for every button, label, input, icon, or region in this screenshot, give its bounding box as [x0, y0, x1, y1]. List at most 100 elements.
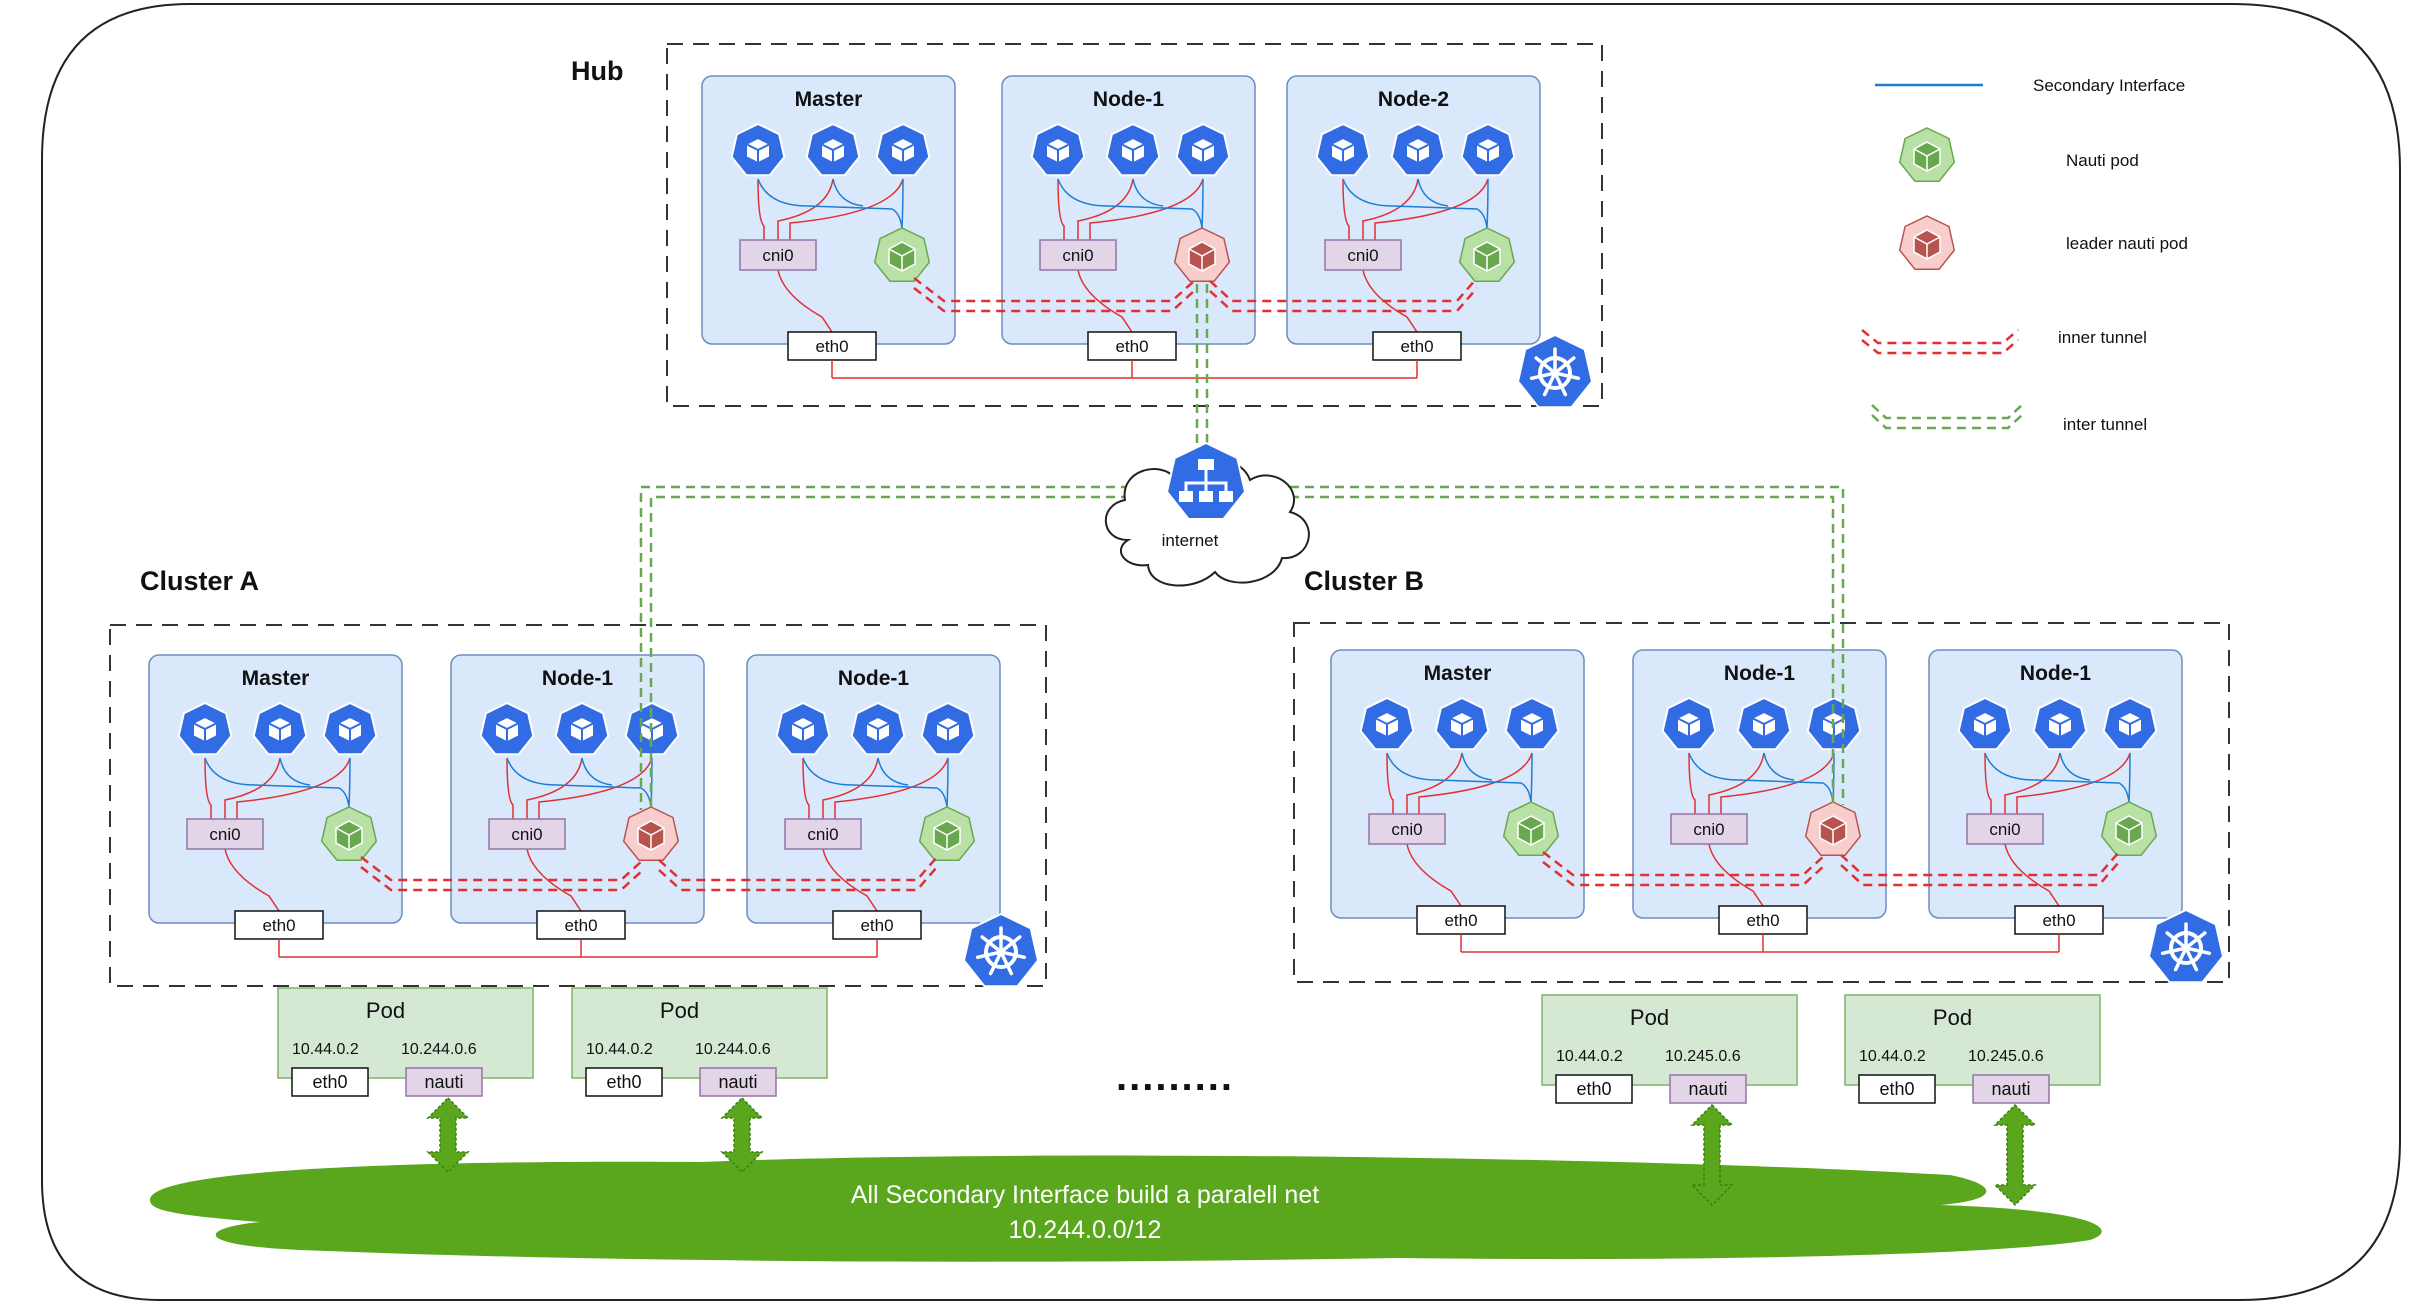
k8s-pod-icon	[1460, 122, 1516, 177]
legend-inter-label: inter tunnel	[2063, 415, 2147, 434]
bidirectional-arrow	[426, 1096, 470, 1174]
cni0-label: cni0	[1347, 246, 1378, 265]
k8s-pod-icon	[805, 122, 861, 177]
node-title: Node-1	[542, 667, 613, 690]
ellipsis: .........	[1116, 1055, 1234, 1099]
k8s-pod-icon	[1175, 122, 1231, 177]
outer-frame	[41, 3, 2401, 1301]
pod-nauti-label: nauti	[424, 1072, 463, 1092]
k8s-pod-icon	[554, 701, 610, 756]
cluster: Cluster BMastercni0eth0Node-1cni0eth0Nod…	[1293, 566, 2230, 984]
cni0-label: cni0	[762, 246, 793, 265]
cluster-title: Cluster B	[1304, 566, 1424, 596]
bidirectional-arrow	[720, 1096, 764, 1174]
node-title: Node-1	[838, 667, 909, 690]
arrows-layer	[426, 1096, 2037, 1207]
net-line1: All Secondary Interface build a paralell…	[851, 1181, 1319, 1209]
cluster-boundary	[109, 624, 1047, 987]
eth0-label: eth0	[1746, 911, 1779, 930]
pod-ip-eth0: 10.44.0.2	[292, 1041, 359, 1058]
k8s-pod-icon	[1390, 122, 1446, 177]
cni0-bridge	[1324, 239, 1402, 271]
parallel-net: All Secondary Interface build a paralell…	[150, 1155, 2102, 1262]
nauti-pod-icon	[1502, 801, 1560, 856]
k8s-pod-icon	[1359, 696, 1415, 751]
eth0-interface	[1718, 905, 1808, 935]
eth0-interface	[1416, 905, 1506, 935]
k8s-pod-icon	[1504, 696, 1560, 751]
k8s-pod-icon	[1736, 696, 1792, 751]
eth0-label: eth0	[815, 337, 848, 356]
eth0-label: eth0	[1115, 337, 1148, 356]
underlay-network	[831, 360, 1418, 379]
node-title: Node-1	[2020, 662, 2091, 685]
legend-nauti-label: Nauti pod	[2066, 151, 2139, 170]
nauti-pod-icon	[873, 227, 931, 282]
pod-ip-nauti: 10.244.0.6	[401, 1041, 477, 1058]
k8s-pod-icon	[2032, 696, 2088, 751]
secondary-interface-links	[1057, 178, 1204, 229]
cni0-bridge	[739, 239, 817, 271]
leader-nauti-pod-icon	[1173, 227, 1231, 282]
pod-title: Pod	[366, 998, 405, 1023]
clusters-layer: HubMastercni0eth0Node-1cni0eth0Node-2cni…	[109, 43, 2230, 988]
leader-nauti-pod-icon	[1804, 801, 1862, 856]
pod-eth0-box	[1858, 1074, 1936, 1104]
pod-ip-eth0: 10.44.0.2	[1556, 1048, 1623, 1065]
node-title: Master	[795, 88, 863, 111]
cluster-title: Hub	[571, 56, 623, 86]
inter-tunnel	[639, 284, 1845, 810]
k8s-pod-icon	[850, 701, 906, 756]
bidirectional-arrow	[1690, 1103, 1734, 1207]
secondary-interface-links	[757, 178, 904, 229]
kubernetes-helm-icon	[962, 912, 1040, 988]
cni0-label: cni0	[511, 825, 542, 844]
k8s-pod-icon	[1957, 696, 2013, 751]
node-box: Master cni0 eth0	[701, 75, 956, 361]
k8s-pod-icon	[1434, 696, 1490, 751]
pod-eth0-label: eth0	[606, 1072, 641, 1092]
pod-nauti-label: nauti	[1991, 1079, 2030, 1099]
inner-tunnel	[913, 277, 1478, 313]
cni0-label: cni0	[1062, 246, 1093, 265]
nauti-pod-icon	[2100, 801, 2158, 856]
pod-nauti-box	[405, 1067, 483, 1097]
network-hub-icon	[1165, 441, 1247, 520]
inner-tunnel	[360, 856, 938, 892]
cni0-bridge	[488, 818, 566, 850]
pod-nauti-label: nauti	[718, 1072, 757, 1092]
pod-eth0-box	[291, 1067, 369, 1097]
k8s-pod-icon	[2102, 696, 2158, 751]
kubernetes-helm-icon	[2147, 908, 2225, 984]
k8s-pod-icon	[252, 701, 308, 756]
kubernetes-helm-icon	[1516, 333, 1594, 409]
pod-title: Pod	[660, 998, 699, 1023]
eth0-interface	[787, 331, 877, 361]
pod-ip-nauti: 10.244.0.6	[695, 1041, 771, 1058]
k8s-pod-icon	[875, 122, 931, 177]
cni0-label: cni0	[807, 825, 838, 844]
secondary-interface-links	[1984, 752, 2131, 803]
eth0-interface	[832, 910, 922, 940]
pod-eth0-box	[585, 1067, 663, 1097]
node-title: Node-1	[1724, 662, 1795, 685]
net-line2: 10.244.0.0/12	[1009, 1216, 1162, 1244]
legend-inner-label: inner tunnel	[2058, 328, 2147, 347]
eth0-label: eth0	[860, 916, 893, 935]
pod-eth0-label: eth0	[1879, 1079, 1914, 1099]
eth0-label: eth0	[1444, 911, 1477, 930]
secondary-interface-links	[204, 757, 351, 808]
node-title: Master	[242, 667, 310, 690]
underlay-network	[1460, 934, 2060, 953]
cluster-title: Cluster A	[140, 566, 259, 596]
